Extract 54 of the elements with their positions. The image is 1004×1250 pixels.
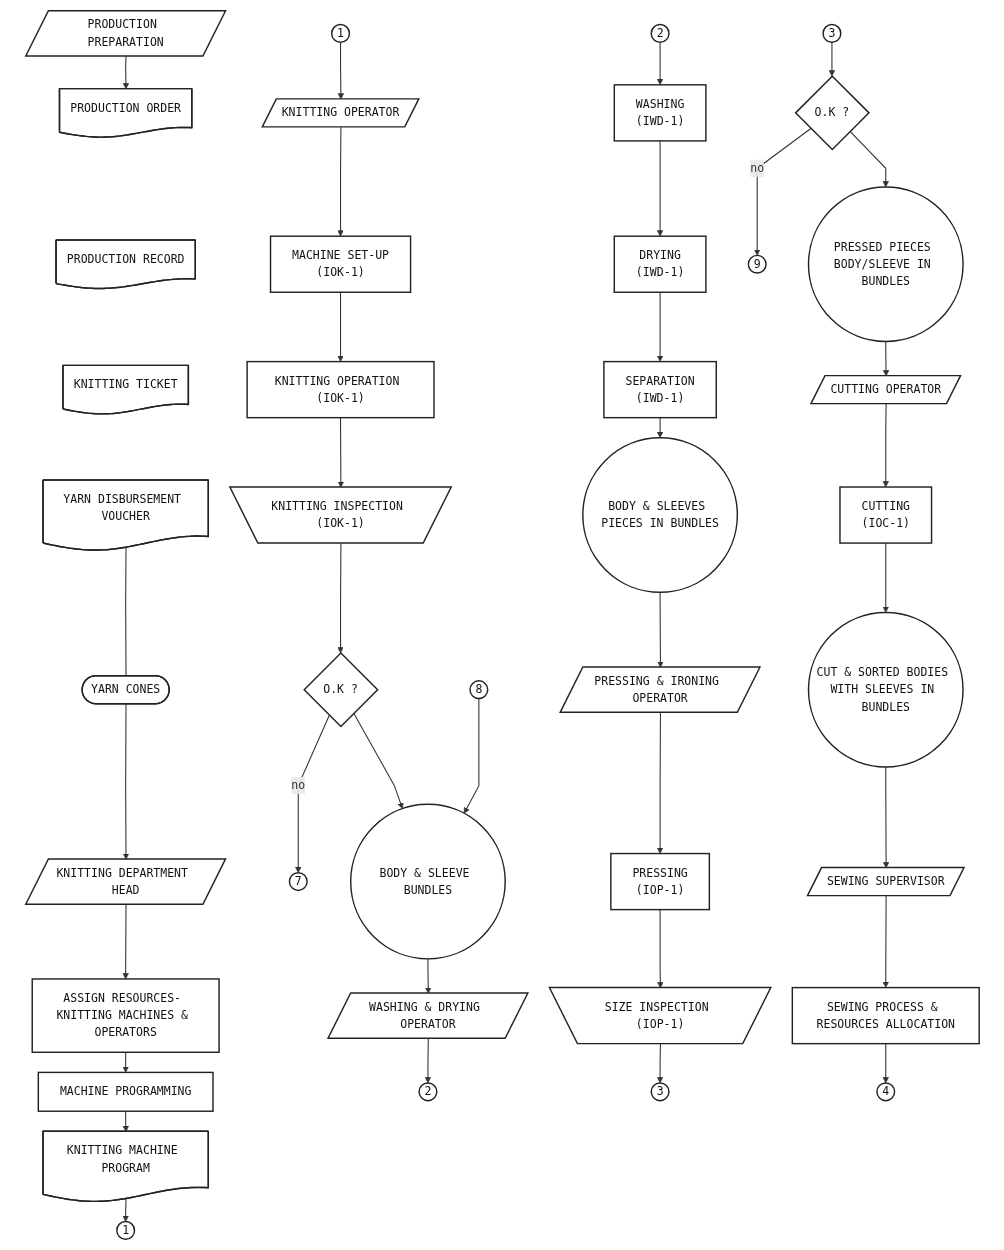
arrow xyxy=(882,403,889,488)
arrow xyxy=(849,130,889,188)
arrow xyxy=(828,41,835,77)
node-circle: 1 xyxy=(330,23,350,43)
arrow xyxy=(337,417,344,488)
node-circle: 2 xyxy=(650,23,670,43)
node-box: DRYING (IWD-1) xyxy=(613,235,707,293)
node-circle: 2 xyxy=(417,1082,438,1102)
node-circle: BODY & SLEEVES PIECES IN BUNDLES xyxy=(581,437,738,593)
edge-label: no xyxy=(749,161,764,175)
node-diamond: O.K ? xyxy=(302,651,379,728)
arrow xyxy=(122,1198,129,1222)
edge-label: no xyxy=(290,778,305,793)
node-box: KNITTING OPERATION (IOK-1) xyxy=(245,360,435,419)
arrow xyxy=(122,1051,129,1073)
arrow xyxy=(656,291,663,362)
node-box: CUTTING (IOC-1) xyxy=(838,486,932,544)
arrow xyxy=(753,127,811,256)
arrow xyxy=(656,1043,663,1084)
node-circle: 4 xyxy=(875,1082,895,1102)
node-box: WASHING (IWD-1) xyxy=(613,84,707,142)
arrow xyxy=(882,895,889,988)
arrow xyxy=(656,417,663,439)
node-circle: PRESSED PIECES BODY/SLEEVE IN BUNDLES xyxy=(807,186,964,343)
arrow xyxy=(656,41,663,86)
node-circle: 3 xyxy=(650,1082,670,1102)
node-box: MACHINE SET-UP (IOK-1) xyxy=(269,235,411,293)
node-circle: 3 xyxy=(821,23,841,43)
arrow xyxy=(352,712,404,809)
node-circle: CUT & SORTED BODIES WITH SLEEVES IN BUNDLES xyxy=(807,611,964,768)
arrow xyxy=(294,714,330,873)
arrow xyxy=(424,1038,431,1084)
arrow xyxy=(336,126,344,237)
arrow xyxy=(122,1110,129,1132)
node-box: MACHINE PROGRAMMING xyxy=(37,1071,214,1112)
node-circle: 1 xyxy=(115,1220,135,1240)
node-box: SEWING PROCESS & RESOURCES ALLOCATION xyxy=(791,986,980,1045)
arrow xyxy=(122,904,129,980)
connector xyxy=(124,547,127,677)
node-box: ASSIGN RESOURCES- KNITTING MACHINES & OPERATORS xyxy=(31,978,220,1053)
arrow xyxy=(656,140,663,237)
arrow xyxy=(882,542,889,613)
arrow xyxy=(882,1043,889,1084)
arrow xyxy=(656,591,664,668)
node-circle: BODY & SLEEVE BUNDLES xyxy=(349,803,506,960)
node-circle: 8 xyxy=(468,680,488,700)
node-circle: 9 xyxy=(747,254,767,274)
node-box: SEPARATION (IWD-1) xyxy=(602,360,717,419)
node-circle: 7 xyxy=(288,872,308,892)
node-diamond: O.K ? xyxy=(794,75,870,151)
node-box: PRESSING (IOP-1) xyxy=(609,852,710,911)
arrow xyxy=(656,712,663,854)
arrow xyxy=(463,698,479,814)
arrow xyxy=(336,291,344,362)
